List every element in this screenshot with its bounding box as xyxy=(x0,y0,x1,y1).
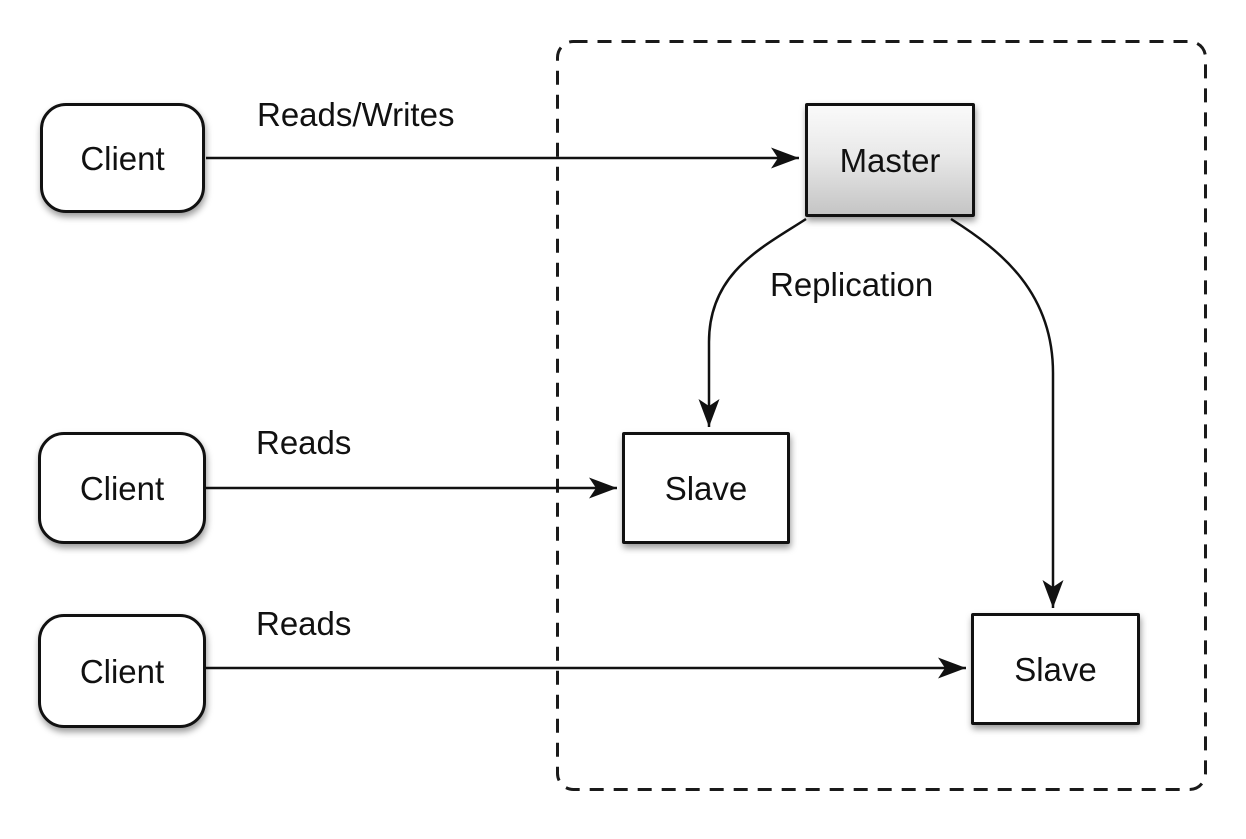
client-node-bottom: Client xyxy=(38,614,206,728)
slave-node-left: Slave xyxy=(622,432,790,544)
slave-node-right: Slave xyxy=(971,613,1140,725)
slave-node-left-label: Slave xyxy=(664,469,748,507)
edge-label-reads-middle: Reads xyxy=(256,424,352,461)
master-node-label: Master xyxy=(839,141,941,179)
client-node-top-label: Client xyxy=(80,139,165,177)
replication-arrow-right xyxy=(950,217,1064,608)
replication-arrow-left xyxy=(698,217,807,427)
slave-node-right-label: Slave xyxy=(1014,650,1097,688)
client-node-bottom-label: Client xyxy=(79,652,165,690)
client-node-middle: Client xyxy=(38,432,206,544)
client-node-middle-label: Client xyxy=(79,469,165,507)
edge-label-reads-bottom: Reads xyxy=(256,605,352,642)
edge-label-replication: Replication xyxy=(770,266,934,303)
edge-label-reads-writes: Reads/Writes xyxy=(257,96,455,133)
client-node-top: Client xyxy=(40,103,205,213)
master-node: Master xyxy=(805,103,975,217)
